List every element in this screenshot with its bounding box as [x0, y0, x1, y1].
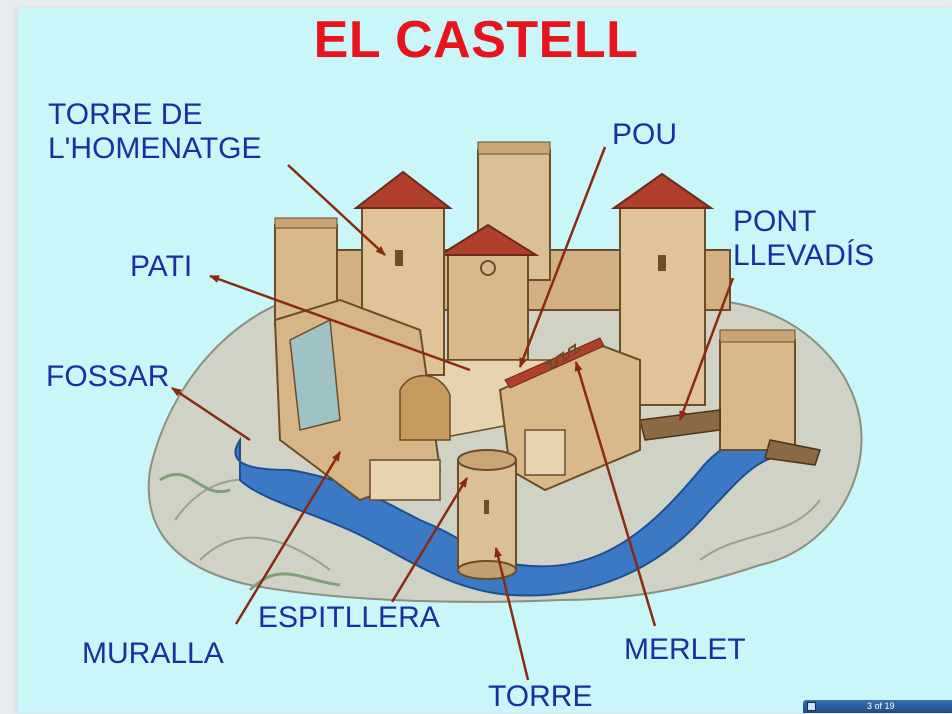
arrow-pati	[209, 274, 471, 372]
arrow-espitllera	[390, 477, 469, 603]
arrow-pont	[678, 277, 735, 421]
label-torre: TORRE	[488, 680, 593, 713]
arrow-torre-homenatge	[287, 164, 386, 256]
slide-navigation-bar[interactable]: 3 of 19	[803, 700, 952, 713]
label-pont-line1: PONT	[733, 205, 817, 238]
label-torre-homenatge-line1: TORRE DE	[48, 98, 203, 131]
arrow-torre	[494, 547, 530, 681]
label-pati: PATI	[130, 250, 193, 283]
label-pont-llevadis: PONT LLEVADÍS	[733, 205, 874, 273]
label-fossar: FOSSAR	[46, 360, 170, 393]
label-pont-line2: LLEVADÍS	[733, 239, 875, 272]
arrow-merlet	[574, 361, 657, 627]
arrow-muralla	[234, 451, 342, 625]
front-round-tower	[457, 449, 517, 580]
label-merlet: MERLET	[624, 633, 746, 666]
arrows	[171, 146, 735, 681]
label-torre-homenatge: TORRE DE L'HOMENATGE	[48, 98, 262, 166]
label-espitllera: ESPITLLERA	[258, 601, 440, 634]
slide-title: EL CASTELL	[313, 11, 639, 69]
arrow-fossar	[171, 386, 251, 442]
label-torre-homenatge-line2: L'HOMENATGE	[48, 132, 262, 165]
arrow-pou	[518, 146, 607, 368]
slide-counter: 3 of 19	[867, 701, 895, 711]
label-pou: POU	[612, 118, 678, 151]
label-muralla: MURALLA	[82, 637, 224, 670]
navigation-menu-icon[interactable]	[807, 702, 816, 711]
